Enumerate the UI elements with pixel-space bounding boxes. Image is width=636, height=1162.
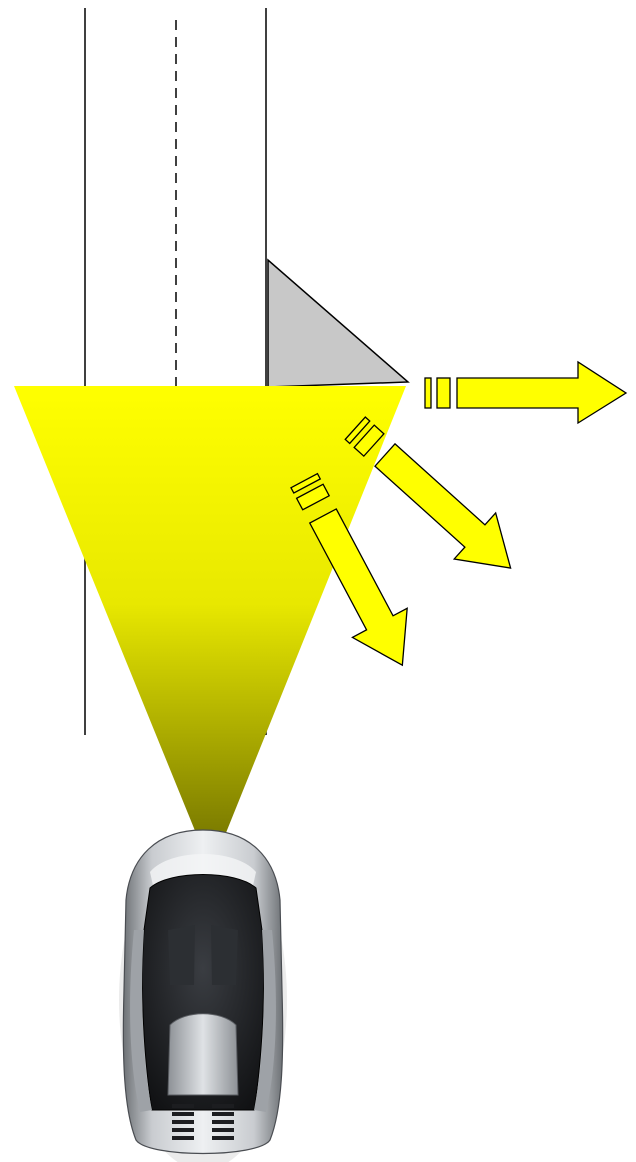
headlight-beam — [14, 386, 406, 870]
reflected-arrow-steep — [290, 472, 408, 667]
reflector — [267, 258, 410, 388]
car-top-view — [119, 829, 287, 1162]
reflected-arrow-horizontal — [424, 360, 628, 425]
car-rear-deck — [167, 1013, 239, 1096]
reflected-light-arrows — [290, 360, 628, 667]
car-rear-vents — [172, 1104, 234, 1140]
reflected-arrow-diagonal — [344, 416, 512, 569]
